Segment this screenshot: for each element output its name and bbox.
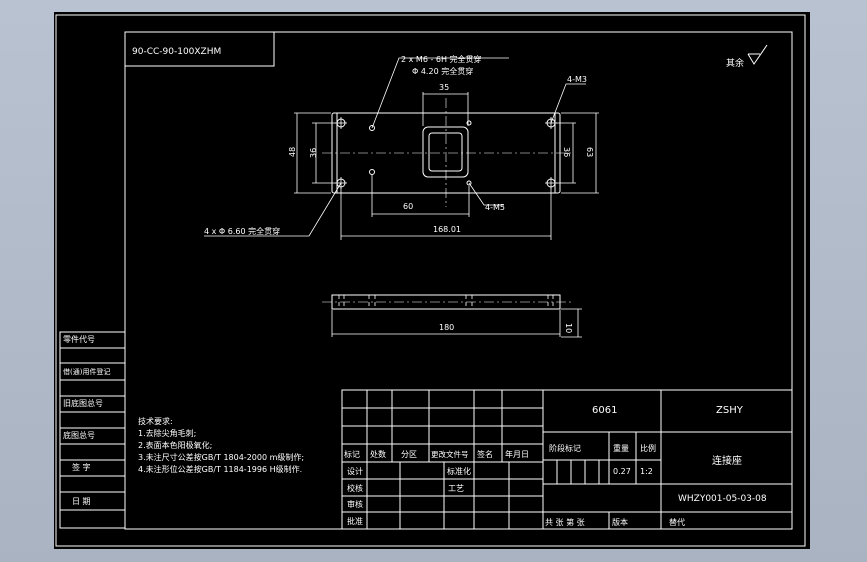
hdr-mark: 标记	[344, 449, 360, 459]
dim-180: 180	[439, 323, 454, 332]
dim-60: 60	[403, 202, 413, 211]
title-block: 标记 处数 分区 更改文件号 签名 年月日 设计 校核 审核 批准 标准化 工艺…	[341, 389, 793, 530]
tech-line-2: 2.表面本色阳极氧化;	[138, 440, 212, 450]
replace-label: 替代	[669, 517, 685, 527]
tech-requirements: 技术要求: 1.去除尖角毛刺; 2.表面本色阳极氧化; 3.未注尺寸公差按GB/…	[138, 416, 304, 474]
scale-value: 1:2	[640, 467, 653, 476]
code-box	[124, 31, 275, 67]
material: 6061	[592, 405, 617, 416]
strip-base-no: 底图总号	[63, 430, 95, 440]
weight-value: 0.27	[613, 467, 631, 476]
scale-label: 比例	[640, 443, 656, 453]
cad-viewport[interactable]: 90-CC-90-100XZHM 其余 35	[54, 12, 810, 549]
left-strip: 零件代号 借(通)用件登记 旧底图总号 底图总号 签 字 日 期	[59, 331, 126, 529]
company: ZSHY	[716, 405, 744, 416]
dim-168: 168.01	[433, 225, 461, 234]
role-review: 审核	[347, 499, 363, 509]
tech-line-1: 1.去除尖角毛刺;	[138, 428, 196, 438]
roughness-symbol	[747, 44, 768, 65]
dim-35: 35	[439, 83, 449, 92]
hdr-zone: 分区	[401, 450, 417, 459]
part-name: 连接座	[712, 454, 742, 467]
strip-old-base: 旧底图总号	[63, 398, 103, 408]
code-box-text: 90-CC-90-100XZHM	[132, 47, 221, 57]
hdr-change-doc: 更改文件号	[431, 449, 469, 459]
dim-36-left: 36	[309, 148, 318, 158]
std-label: 标准化	[447, 466, 471, 476]
process-label: 工艺	[448, 484, 464, 493]
front-view	[322, 294, 572, 310]
drawing-number: WHZY001-05-03-08	[678, 494, 767, 504]
top-view-dimensions: 35 48 36 36 63 60 168.01 2 x M6 - 6	[204, 54, 599, 240]
dim-63: 63	[585, 147, 594, 157]
note-m3: 4-M3	[567, 75, 587, 84]
front-view-dimensions: 180 10	[331, 308, 582, 338]
drawing-sheet: 90-CC-90-100XZHM 其余 35	[55, 14, 806, 547]
stage-label: 阶段标记	[549, 443, 581, 453]
outer-border	[55, 14, 806, 547]
strip-part-code: 零件代号	[63, 334, 95, 344]
tech-title: 技术要求:	[138, 416, 173, 426]
surface-note: 其余	[726, 57, 744, 69]
top-view	[322, 98, 574, 207]
tech-line-3: 3.未注尺寸公差按GB/T 1804-2000 m级制作;	[138, 452, 304, 462]
tech-line-4: 4.未注形位公差按GB/T 1184-1996 H级制作.	[138, 464, 302, 474]
dim-48: 48	[288, 147, 297, 157]
hdr-sign: 签名	[477, 449, 493, 459]
role-check: 校核	[347, 483, 363, 493]
hdr-count: 处数	[370, 449, 386, 459]
dim-10: 10	[564, 323, 573, 333]
note-m6-drill: Φ 4.20 完全贯穿	[412, 66, 473, 76]
strip-date: 日 期	[72, 497, 91, 506]
note-through-holes: 4 x Φ 6.60 完全贯穿	[204, 226, 280, 236]
role-design: 设计	[347, 466, 363, 476]
strip-borrowed: 借(通)用件登记	[63, 367, 110, 376]
sheet-count: 共 张 第 张	[545, 517, 585, 527]
weight-label: 重量	[613, 443, 629, 453]
role-approve: 批准	[347, 516, 363, 526]
hdr-date: 年月日	[505, 449, 529, 459]
note-m6-holes: 2 x M6 - 6H 完全贯穿	[401, 54, 482, 64]
note-m5: 4-M5	[485, 203, 505, 212]
dim-36-right: 36	[562, 147, 571, 157]
version-label: 版本	[612, 517, 628, 527]
strip-sign: 签 字	[72, 462, 91, 472]
